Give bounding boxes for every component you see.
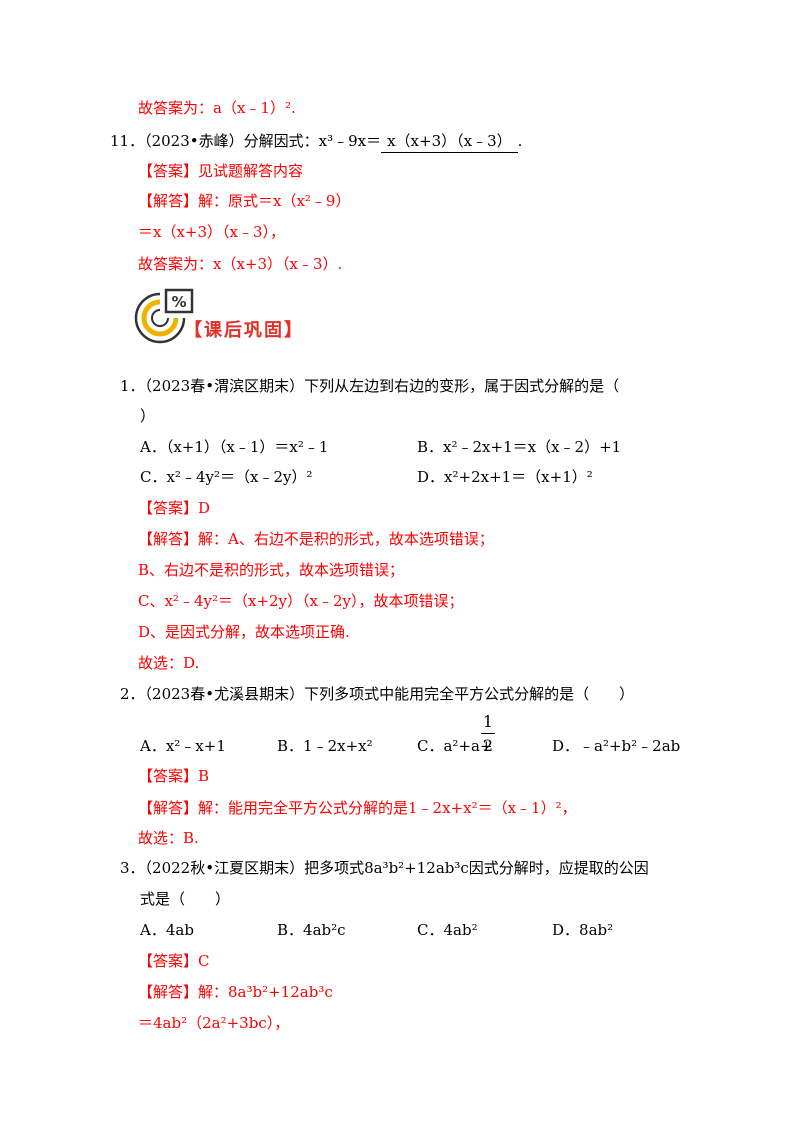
svg-text:%: % (171, 293, 186, 311)
q3-solution-line-2: ＝4ab²（2a²+3bc）， (138, 1014, 290, 1032)
q11-stem-text: 11．（2023•赤峰）分解因式：x³﹣9x＝ (110, 132, 382, 150)
fraction-numerator: 1 (482, 712, 494, 731)
section-banner: % (132, 286, 312, 346)
q11-answer-blank: x（x+3）（x﹣3） (381, 130, 518, 153)
q1-answer: 【答案】D (138, 499, 211, 517)
q2-solution-line-2: 故选：B. (138, 829, 199, 847)
q1-stem-line-2: ） (140, 407, 156, 425)
q1-option-b: B．x²﹣2x+1＝x（x﹣2）+1 (417, 438, 622, 456)
q1-option-c: C．x²﹣4y²＝（x﹣2y）² (140, 468, 313, 486)
fraction-bar (481, 733, 495, 734)
q1-option-a: A．（x+1）（x﹣1）＝x²﹣1 (140, 438, 329, 456)
q3-option-c: C．4ab² (417, 921, 478, 939)
q3-stem-line-2: 式是（ ） (140, 890, 231, 908)
q2-option-c: C．a²+a+ (417, 737, 493, 755)
q11-solution-line-1: 【解答】解：原式＝x（x²﹣9） (138, 192, 351, 210)
q2-solution-line-1: 【解答】解：能用完全平方公式分解的是1﹣2x+x²＝（x﹣1）²， (138, 799, 577, 817)
q1-solution-line-3: C、x²﹣4y²＝（x+2y）（x﹣2y），故本项错误； (138, 592, 464, 610)
previous-answer-line: 故答案为：a（x﹣1）². (138, 99, 296, 117)
q3-solution-line-1: 【解答】解：8a³b²+12ab³c (138, 983, 333, 1001)
q3-answer: 【答案】C (138, 952, 210, 970)
q3-option-b: B．4ab²c (277, 921, 346, 939)
q3-option-a: A．4ab (140, 921, 194, 939)
q2-answer: 【答案】B (138, 767, 210, 785)
q1-solution-line-2: B、右边不是积的形式，故本选项错误； (138, 561, 405, 579)
q3-option-d: D．8ab² (552, 921, 614, 939)
q11-solution-line-3: 故答案为：x（x+3）（x﹣3）. (138, 255, 343, 273)
q2-option-c-fraction: 1 2 (481, 712, 495, 755)
q1-stem-line-1: 1．（2023春•渭滨区期末）下列从左边到右边的变形，属于因式分解的是（ (120, 377, 620, 395)
q3-stem-line-1: 3．（2022秋•江夏区期末）把多项式8a³b²+12ab³c因式分解时，应提取… (120, 859, 649, 877)
question-11-stem: 11．（2023•赤峰）分解因式：x³﹣9x＝x（x+3）（x﹣3）. (110, 130, 522, 153)
q2-option-a: A．x²﹣x+1 (140, 737, 226, 755)
q11-answer: 【答案】见试题解答内容 (138, 162, 304, 180)
pie-chart-percent-icon: % (134, 288, 194, 344)
fraction-denominator: 2 (482, 736, 494, 755)
q11-solution-line-2: ＝x（x+3）（x﹣3）， (138, 223, 286, 241)
section-banner-title: 【课后巩固】 (184, 320, 304, 341)
q2-option-b: B．1﹣2x+x² (277, 737, 373, 755)
q2-stem: 2．（2023春•尤溪县期末）下列多项式中能用完全平方公式分解的是（ ） (120, 685, 635, 703)
q1-solution-line-5: 故选：D. (138, 654, 200, 672)
q1-option-d: D．x²+2x+1＝（x+1）² (417, 468, 593, 486)
q1-solution-line-1: 【解答】解：A、右边不是积的形式，故本选项错误； (138, 530, 494, 548)
q1-solution-line-4: D、是因式分解，故本选项正确. (138, 623, 350, 641)
q2-option-d: D．﹣a²+b²﹣2ab (552, 737, 681, 755)
q11-period: . (517, 132, 523, 150)
